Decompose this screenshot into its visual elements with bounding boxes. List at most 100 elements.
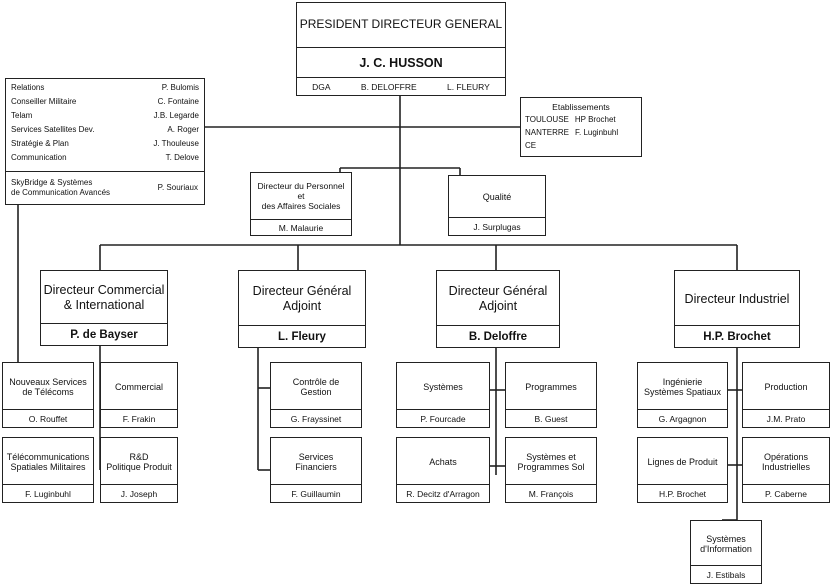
unit-title: Contrôle de Gestion <box>292 376 340 397</box>
unit-name: G. Frayssinet <box>271 409 361 427</box>
unit-name: F. Guillaumin <box>271 484 361 502</box>
director-title: Directeur Général Adjoint <box>448 284 548 313</box>
unit-title: Nouveaux Services de Télécoms <box>9 376 87 397</box>
director-title: Directeur Industriel <box>684 291 790 306</box>
staff-role: Stratégie & Plan <box>11 139 69 148</box>
president-box: PRESIDENT DIRECTEUR GENERAL J. C. HUSSON… <box>296 2 506 96</box>
unit-box: Systèmes P. Fourcade <box>396 362 490 428</box>
personnel-title: Directeur du Personnel et des Affaires S… <box>257 181 345 211</box>
staff-name: A. Roger <box>167 125 199 134</box>
unit-name: O. Rouffet <box>3 409 93 427</box>
unit-box: Commercial F. Frakin <box>100 362 178 428</box>
director-name: P. de Bayser <box>41 323 167 345</box>
director-name: B. Deloffre <box>437 325 559 347</box>
establishment-site: TOULOUSE <box>525 115 569 124</box>
unit-box: Systèmes d'Information J. Estibals <box>690 520 762 584</box>
unit-title: Commercial <box>114 381 163 392</box>
unit-title: Télécommunications Spatiales Militaires <box>6 451 90 472</box>
dga-name-2: L. FLEURY <box>446 81 490 92</box>
unit-name: P. Caberne <box>743 484 829 502</box>
staff-row: Communication T. Delove <box>11 153 199 162</box>
unit-title: Lignes de Produit <box>647 456 718 467</box>
unit-name: F. Luginbuhl <box>3 484 93 502</box>
director-industriel-box: Directeur Industriel H.P. Brochet <box>674 270 800 348</box>
director-name: H.P. Brochet <box>675 325 799 347</box>
staff-footer-role-1: SkyBridge & Systèmes <box>11 178 93 187</box>
staff-role: Telam <box>11 111 33 120</box>
unit-title: Achats <box>429 456 457 467</box>
director-title: Directeur Général Adjoint <box>252 284 352 313</box>
unit-box: R&D Politique Produit J. Joseph <box>100 437 178 503</box>
staff-row: Conseiller Militaire C. Fontaine <box>11 97 199 106</box>
unit-box: Programmes B. Guest <box>505 362 597 428</box>
qualite-name: J. Surplugas <box>449 217 545 235</box>
unit-title: R&D Politique Produit <box>106 451 172 472</box>
unit-name: R. Decitz d'Arragon <box>397 484 489 502</box>
establishment-site: NANTERRE <box>525 128 570 137</box>
director-commercial-box: Directeur Commercial & International P. … <box>40 270 168 346</box>
staff-row: Stratégie & Plan J. Thouleuse <box>11 139 199 148</box>
staff-name: J.B. Legarde <box>153 111 199 120</box>
qualite-title: Qualité <box>482 192 512 203</box>
president-name: J. C. HUSSON <box>297 47 505 78</box>
staff-role: Conseiller Militaire <box>11 97 77 106</box>
unit-box: Services Financiers F. Guillaumin <box>270 437 362 503</box>
unit-name: J. Estibals <box>691 565 761 583</box>
staff-role: Services Satellites Dev. <box>11 125 95 134</box>
personnel-box: Directeur du Personnel et des Affaires S… <box>250 172 352 236</box>
director-name: L. Fleury <box>239 325 365 347</box>
unit-title: Opérations Industrielles <box>761 451 811 472</box>
personnel-name: M. Malaurie <box>251 219 351 235</box>
unit-name: P. Fourcade <box>397 409 489 427</box>
unit-title: Programmes <box>525 381 577 392</box>
unit-box: Opérations Industrielles P. Caberne <box>742 437 830 503</box>
establishment-row: TOULOUSE HP Brochet <box>525 115 637 124</box>
director-dga-deloffre-box: Directeur Général Adjoint B. Deloffre <box>436 270 560 348</box>
unit-name: J. Joseph <box>101 484 177 502</box>
unit-name: F. Frakin <box>101 409 177 427</box>
unit-title: Systèmes d'Information <box>700 533 752 554</box>
president-title: PRESIDENT DIRECTEUR GENERAL <box>299 17 503 32</box>
staff-footer-role-2: de Communication Avancés <box>11 188 111 198</box>
director-title: Directeur Commercial & International <box>43 283 165 312</box>
unit-box: Systèmes et Programmes Sol M. François <box>505 437 597 503</box>
staff-name: J. Thouleuse <box>153 139 199 148</box>
unit-name: G. Argagnon <box>638 409 727 427</box>
unit-title: Systèmes et Programmes Sol <box>517 451 585 472</box>
staff-row: Telam J.B. Legarde <box>11 111 199 120</box>
unit-box: Achats R. Decitz d'Arragon <box>396 437 490 503</box>
unit-name: B. Guest <box>506 409 596 427</box>
director-dga-fleury-box: Directeur Général Adjoint L. Fleury <box>238 270 366 348</box>
unit-name: J.M. Prato <box>743 409 829 427</box>
unit-name: H.P. Brochet <box>638 484 727 502</box>
staff-role: Relations <box>11 83 45 92</box>
staff-role: Communication <box>11 153 67 162</box>
establishment-row: NANTERRE F. Luginbuhl <box>525 128 637 137</box>
staff-footer: SkyBridge & Systèmes de Communication Av… <box>6 171 204 204</box>
unit-title: Ingénierie Systèmes Spatiaux <box>643 376 722 397</box>
qualite-box: Qualité J. Surplugas <box>448 175 546 236</box>
staff-row: Services Satellites Dev. A. Roger <box>11 125 199 134</box>
staff-name: T. Delove <box>165 153 199 162</box>
dga-row: DGA B. DELOFFRE L. FLEURY <box>297 77 505 95</box>
unit-box: Nouveaux Services de Télécoms O. Rouffet <box>2 362 94 428</box>
staff-name: C. Fontaine <box>157 97 199 106</box>
establishment-name: HP Brochet <box>574 115 616 124</box>
establishment-name: F. Luginbuhl <box>575 128 619 137</box>
staff-footer-name: P. Souriaux <box>157 183 198 192</box>
unit-title: Production <box>764 381 808 392</box>
unit-name: M. François <box>506 484 596 502</box>
unit-title: Services Financiers <box>295 451 337 472</box>
establishment-site: CE <box>525 141 537 150</box>
unit-title: Systèmes <box>423 381 463 392</box>
unit-box: Contrôle de Gestion G. Frayssinet <box>270 362 362 428</box>
dga-name-1: B. DELOFFRE <box>360 81 417 92</box>
unit-box: Ingénierie Systèmes Spatiaux G. Argagnon <box>637 362 728 428</box>
establishment-row: CE <box>525 141 637 150</box>
